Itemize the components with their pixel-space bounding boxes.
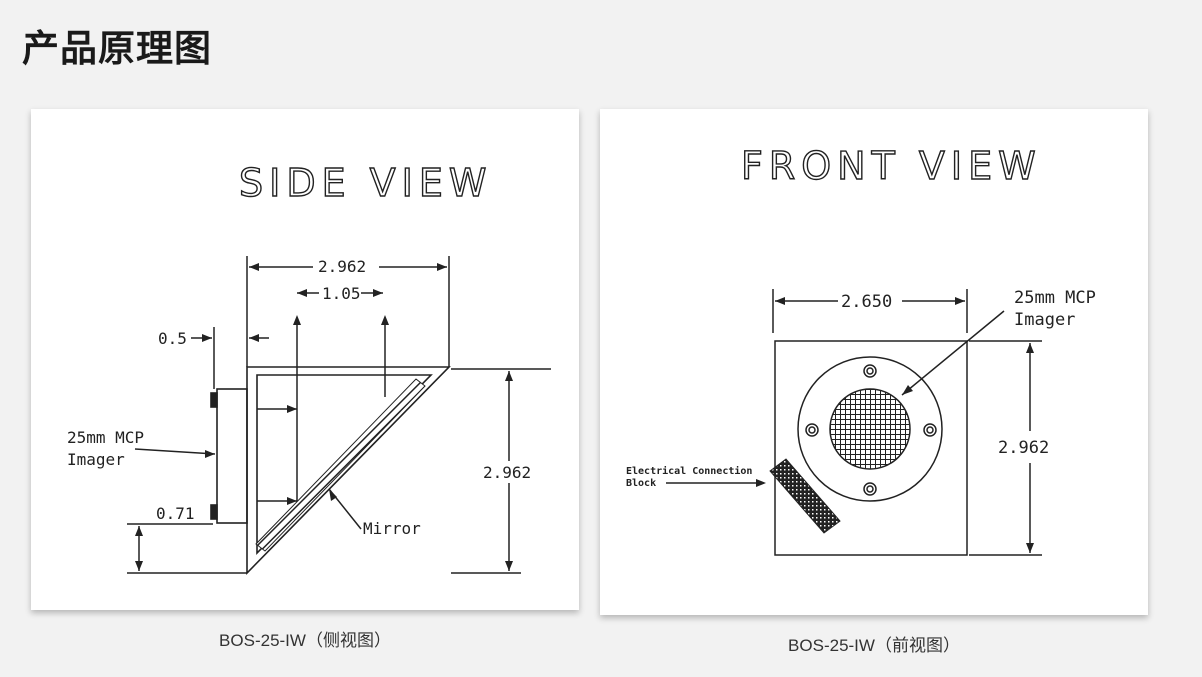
side-imager-label-1: 25mm MCP (67, 428, 144, 447)
front-imager-label-2: Imager (1014, 310, 1075, 330)
side-view-caption: BOS-25-IW（侧视图） (219, 631, 391, 650)
front-view-caption: BOS-25-IW（前视图） (788, 636, 960, 655)
side-dim-width: 2.962 (318, 257, 366, 276)
mirror-hatch (255, 378, 426, 552)
front-view-card: FRONT VIEW (600, 109, 1148, 615)
side-view-diagram: SIDE VIEW (67, 160, 551, 575)
front-dim-width: 2.650 (841, 292, 892, 312)
side-dim-height: 2.962 (483, 463, 531, 482)
connection-label-2: Block (626, 478, 656, 489)
side-dim-inner: 1.05 (322, 284, 361, 303)
side-dim-left: 0.5 (158, 329, 187, 348)
page-title: 产品原理图 (22, 27, 212, 70)
mirror-label: Mirror (363, 519, 421, 538)
front-view-diagram: FRONT VIEW (626, 143, 1096, 556)
connection-block (769, 458, 841, 534)
connection-label-1: Electrical Connection (626, 465, 752, 477)
side-imager-label-2: Imager (67, 450, 125, 469)
side-view-title: SIDE VIEW (239, 161, 492, 205)
mcp-imager-grid (829, 388, 911, 470)
front-view-title: FRONT VIEW (741, 144, 1042, 188)
side-view-card: SIDE VIEW (31, 109, 579, 610)
front-dim-height: 2.962 (998, 438, 1049, 458)
side-dim-bottom: 0.71 (156, 504, 195, 523)
front-imager-label-1: 25mm MCP (1014, 288, 1096, 308)
